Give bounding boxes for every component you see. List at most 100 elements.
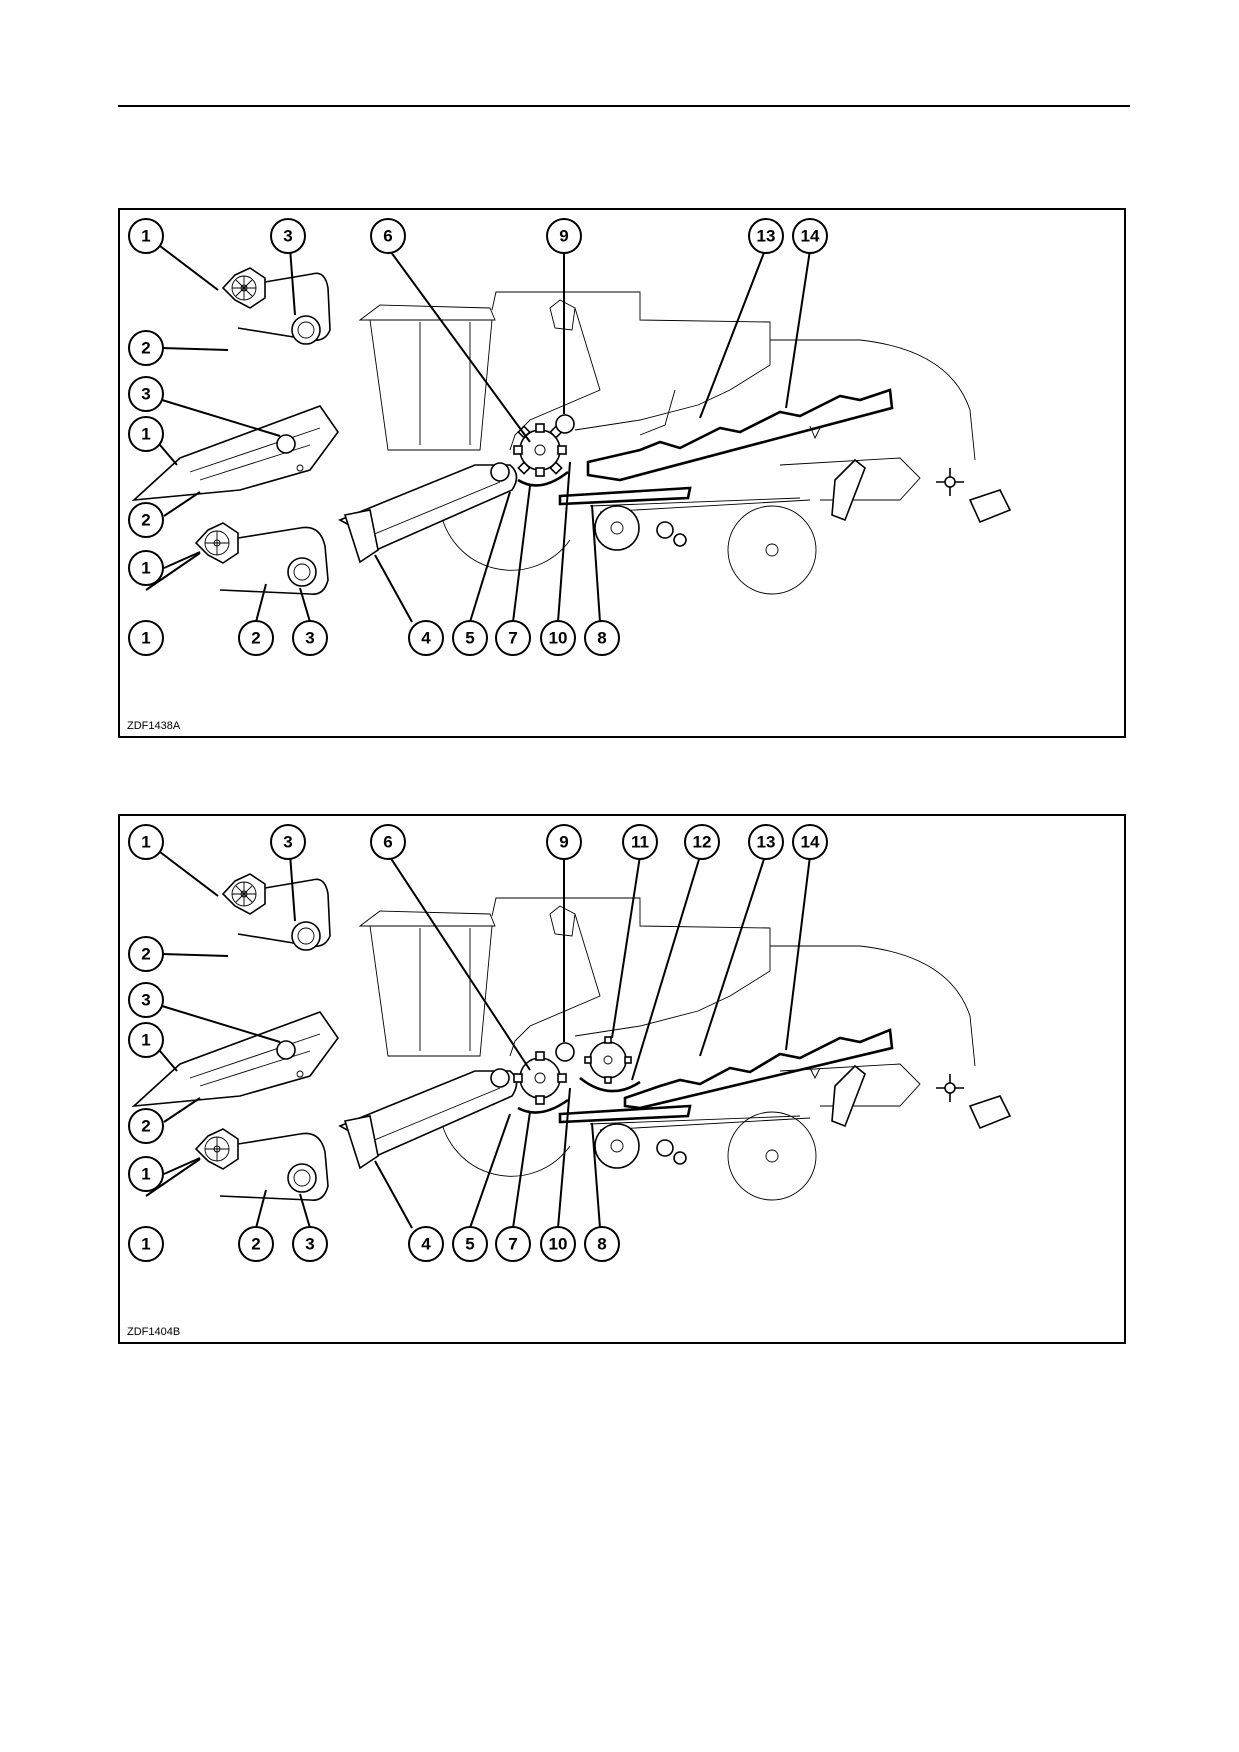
callout-2: 2 <box>238 620 274 656</box>
svg-text:3: 3 <box>283 227 292 246</box>
callout-1: 1 <box>128 1226 164 1262</box>
svg-text:12: 12 <box>693 833 712 852</box>
combine-diagram: 1 3 2 3 1 2 1 1 2 3 6 9 13 14 4 5 7 10 8 <box>128 218 1012 656</box>
svg-text:14: 14 <box>801 833 820 852</box>
beater <box>555 1042 575 1062</box>
separator-concave <box>579 1076 641 1093</box>
figure-code: ZDF1404B <box>127 1326 181 1338</box>
callout-4: 4 <box>408 620 444 656</box>
callout-2: 2 <box>128 502 164 538</box>
svg-text:5: 5 <box>465 1235 474 1254</box>
svg-text:14: 14 <box>801 227 820 246</box>
threshing-cylinder <box>513 1051 567 1105</box>
leader-lines <box>145 851 811 1229</box>
callout-2: 2 <box>238 1226 274 1262</box>
concave <box>517 470 569 487</box>
callout-10: 10 <box>540 1226 576 1262</box>
svg-text:3: 3 <box>141 991 150 1010</box>
callout-1: 1 <box>128 1022 164 1058</box>
callout-3: 3 <box>128 376 164 412</box>
grain-pan <box>558 486 692 506</box>
callout-3: 3 <box>292 620 328 656</box>
callout-1: 1 <box>128 620 164 656</box>
straw-walker <box>586 388 894 482</box>
svg-text:10: 10 <box>549 629 568 648</box>
svg-text:11: 11 <box>631 833 649 852</box>
callout-1: 1 <box>128 550 164 586</box>
svg-text:2: 2 <box>141 339 150 358</box>
figure-zdf1404b: 1 3 2 3 1 2 1 1 2 3 6 9 11 12 13 14 4 5 … <box>118 814 1126 1344</box>
leader-lines <box>145 245 811 623</box>
callout-9: 9 <box>546 218 582 254</box>
svg-text:1: 1 <box>141 559 150 578</box>
callout-8: 8 <box>584 620 620 656</box>
svg-text:4: 4 <box>421 1235 431 1254</box>
svg-text:1: 1 <box>141 1031 150 1050</box>
svg-text:7: 7 <box>508 1235 517 1254</box>
svg-text:2: 2 <box>141 1117 150 1136</box>
callout-11: 11 <box>622 824 658 860</box>
svg-text:1: 1 <box>141 833 150 852</box>
svg-text:9: 9 <box>559 833 568 852</box>
concave <box>517 1098 569 1114</box>
callout-2: 2 <box>128 936 164 972</box>
combine-diagram: 1 3 2 3 1 2 1 1 2 3 6 9 11 12 13 14 4 5 … <box>128 824 1012 1262</box>
callout-8: 8 <box>584 1226 620 1262</box>
svg-text:3: 3 <box>283 833 292 852</box>
beater <box>555 414 575 434</box>
svg-text:2: 2 <box>251 1235 260 1254</box>
straw-walker <box>623 1028 894 1110</box>
callout-6: 6 <box>370 218 406 254</box>
callout-3: 3 <box>270 824 306 860</box>
callout-9: 9 <box>546 824 582 860</box>
callout-1: 1 <box>128 416 164 452</box>
svg-text:2: 2 <box>141 945 150 964</box>
callout-2: 2 <box>128 330 164 366</box>
svg-text:1: 1 <box>141 1165 150 1184</box>
callout-1: 1 <box>128 218 164 254</box>
callout-10: 10 <box>540 620 576 656</box>
grain-pan <box>558 1104 692 1124</box>
combine-body <box>358 291 1012 595</box>
svg-text:2: 2 <box>251 629 260 648</box>
svg-text:3: 3 <box>305 629 314 648</box>
callout-5: 5 <box>452 1226 488 1262</box>
figure-zdf1438a: 1 3 2 3 1 2 1 1 2 3 6 9 13 14 4 5 7 10 8… <box>118 208 1126 738</box>
callout-14: 14 <box>792 824 828 860</box>
svg-text:6: 6 <box>383 227 392 246</box>
svg-text:9: 9 <box>559 227 568 246</box>
svg-text:8: 8 <box>597 1235 606 1254</box>
figure-code: ZDF1438A <box>127 720 181 732</box>
callout-5: 5 <box>452 620 488 656</box>
svg-text:2: 2 <box>141 511 150 530</box>
callout-13: 13 <box>748 218 784 254</box>
callout-6: 6 <box>370 824 406 860</box>
feeder-housing <box>338 464 518 557</box>
callout-14: 14 <box>792 218 828 254</box>
callout-13: 13 <box>748 824 784 860</box>
svg-text:7: 7 <box>508 629 517 648</box>
svg-text:5: 5 <box>465 629 474 648</box>
header-rule <box>118 105 1130 107</box>
svg-text:10: 10 <box>549 1235 568 1254</box>
callout-3: 3 <box>128 982 164 1018</box>
combine-body <box>358 897 1012 1201</box>
callout-2: 2 <box>128 1108 164 1144</box>
inset-sketches <box>131 873 339 1202</box>
svg-text:3: 3 <box>305 1235 314 1254</box>
callout-12: 12 <box>684 824 720 860</box>
inset-sketches <box>131 267 339 596</box>
callout-3: 3 <box>292 1226 328 1262</box>
svg-text:6: 6 <box>383 833 392 852</box>
feeder-housing <box>338 1070 518 1163</box>
svg-text:13: 13 <box>757 833 776 852</box>
svg-text:1: 1 <box>141 1235 150 1254</box>
svg-text:4: 4 <box>421 629 431 648</box>
callout-7: 7 <box>495 620 531 656</box>
callout-3: 3 <box>270 218 306 254</box>
svg-text:1: 1 <box>141 629 150 648</box>
svg-text:8: 8 <box>597 629 606 648</box>
svg-text:3: 3 <box>141 385 150 404</box>
svg-text:1: 1 <box>141 425 150 444</box>
svg-text:13: 13 <box>757 227 776 246</box>
